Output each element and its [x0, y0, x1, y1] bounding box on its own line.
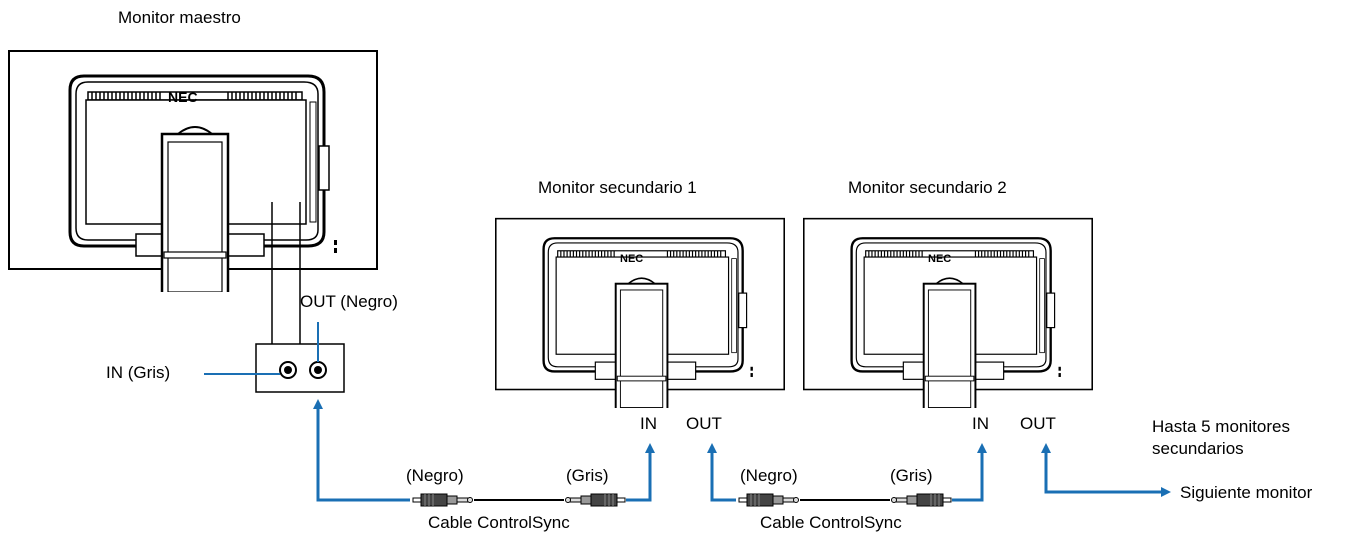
arrow-sec1-out — [707, 443, 736, 502]
sec1-logo: NEC — [620, 253, 643, 265]
master-in-label: IN (Gris) — [106, 363, 171, 382]
secondary-monitor-1: NEC — [495, 217, 785, 408]
secondary-monitor-1-title: Monitor secundario 1 — [538, 178, 697, 197]
sec2-in-label: IN — [972, 414, 989, 433]
master-cable-lines — [271, 202, 301, 350]
arrow-sec2-in — [952, 443, 987, 502]
cable1-black-end-label: (Negro) — [406, 466, 464, 485]
max-secondary-note: Hasta 5 monitores secundarios — [1152, 417, 1290, 458]
sec2-out-label: OUT — [1020, 414, 1056, 433]
cable2-name: Cable ControlSync — [760, 513, 902, 532]
cable1-gray-end-label: (Gris) — [566, 466, 609, 485]
arrow-next-monitor — [1041, 443, 1171, 497]
arrow-sec1-in — [626, 443, 655, 502]
master-out-label: OUT (Negro) — [300, 292, 398, 311]
next-monitor-label: Siguiente monitor — [1180, 483, 1313, 502]
sec1-in-label: IN — [640, 414, 657, 433]
signal-arrows — [313, 399, 1171, 502]
master-logo: NEC — [168, 89, 198, 105]
secondary-monitor-2-title: Monitor secundario 2 — [848, 178, 1007, 197]
sec2-logo: NEC — [928, 253, 951, 265]
controlsync-port-box — [204, 322, 345, 393]
cable1-name: Cable ControlSync — [428, 513, 570, 532]
cable-2 — [738, 493, 952, 507]
secondary-monitor-2: NEC — [803, 217, 1093, 408]
master-monitor: NEC — [8, 49, 378, 292]
arrow-master-out — [313, 399, 410, 502]
sec1-out-label: OUT — [686, 414, 722, 433]
cable2-gray-end-label: (Gris) — [890, 466, 933, 485]
master-monitor-title: Monitor maestro — [118, 8, 241, 27]
cable2-black-end-label: (Negro) — [740, 466, 798, 485]
cable-1 — [412, 493, 626, 507]
